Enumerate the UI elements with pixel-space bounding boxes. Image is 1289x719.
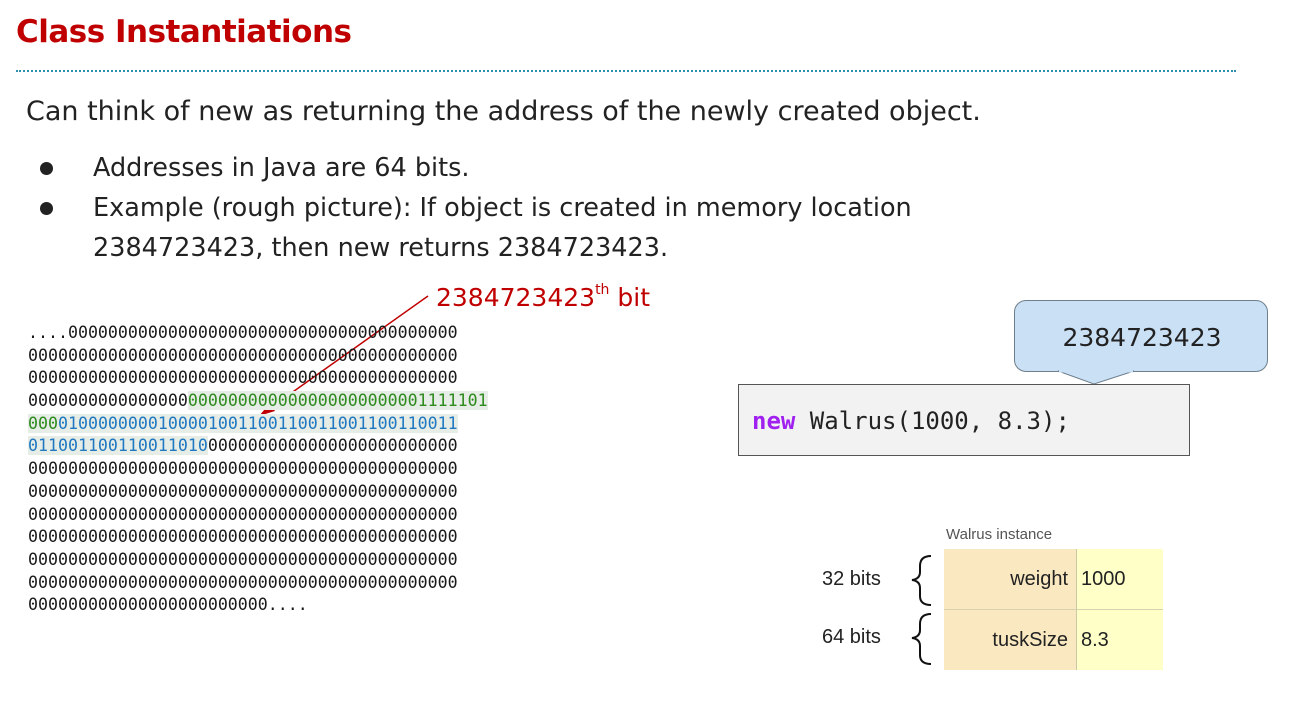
memory-row: 0110011001100110100000000000000000000000… bbox=[28, 435, 488, 458]
bit-number: 2384723423 bbox=[436, 283, 596, 312]
unused-bits: 0000000000000000000000000000000000000000… bbox=[28, 549, 458, 569]
unused-bits: 0000000000000000000000000000000000000000… bbox=[28, 572, 458, 592]
code-snippet: new Walrus(1000, 8.3); bbox=[738, 384, 1190, 456]
bullet-dot-icon bbox=[40, 162, 53, 175]
memory-row: 0000000000000000000000000000000000000000… bbox=[28, 345, 488, 368]
bit-ordinal-suffix: th bbox=[595, 282, 610, 298]
bullet-text: Addresses in Java are 64 bits. bbox=[93, 153, 470, 183]
memory-row: 0000100000000100001001100110011001100110… bbox=[28, 413, 488, 436]
code-keyword: new bbox=[752, 407, 796, 435]
instance-caption: Walrus instance bbox=[946, 526, 1053, 543]
unused-bits: 0000000000000000000000000000000000000000… bbox=[28, 459, 458, 479]
unused-bits: 0000000000000000000000000000000000000000… bbox=[28, 368, 458, 388]
unused-bits: 0000000000000000000000000000000000000000… bbox=[28, 504, 458, 524]
memory-row: 0000000000000000000000000000000000000000… bbox=[28, 504, 488, 527]
memory-bit-dump: ....000000000000000000000000000000000000… bbox=[28, 322, 488, 617]
memory-row: 0000000000000000000000000000000000000000… bbox=[28, 458, 488, 481]
unused-bits: 0000000000000000000000000000000000000000… bbox=[28, 481, 458, 501]
unused-bits: 0000000000000000000000000 bbox=[207, 436, 458, 456]
memory-row: 0000000000000000000000000000000000000000… bbox=[28, 549, 488, 572]
unused-bits: 0000000000000000000000000000000000000000… bbox=[28, 527, 458, 547]
memory-row: ....000000000000000000000000000000000000… bbox=[28, 322, 488, 345]
unused-bits: 0000000000000000 bbox=[28, 391, 188, 411]
field-value: 8.3 bbox=[1076, 609, 1163, 670]
weight-bits: 000000000000000000000001111101 bbox=[187, 391, 488, 411]
slide-title: Class Instantiations bbox=[16, 14, 352, 50]
unused-bits: 0000000000000000000000000000000000000000… bbox=[28, 345, 458, 365]
field-row: tuskSize 8.3 bbox=[944, 609, 1163, 670]
bullet-text: Example (rough picture): If object is cr… bbox=[93, 193, 912, 223]
memory-row: 0000000000000000000000000000000000000000… bbox=[28, 367, 488, 390]
code-expression: Walrus(1000, 8.3); bbox=[795, 407, 1070, 435]
field-size-label: 64 bits bbox=[822, 626, 881, 648]
memory-row: 0000000000000000000000000000000000000000… bbox=[28, 526, 488, 549]
callout-address: 2384723423 bbox=[1062, 323, 1222, 352]
field-value: 1000 bbox=[1076, 549, 1163, 610]
bit-word: bit bbox=[617, 283, 651, 312]
intro-text: Can think of new as returning the addres… bbox=[26, 96, 981, 127]
field-row: weight 1000 bbox=[944, 549, 1163, 610]
field-name: weight bbox=[944, 549, 1077, 610]
address-callout: 2384723423 bbox=[1014, 300, 1268, 372]
memory-row: 000000000000000000000000.... bbox=[28, 594, 488, 617]
bit-position-annotation: 2384723423th bit bbox=[436, 282, 650, 312]
unused-bits: ....000000000000000000000000000000000000… bbox=[28, 323, 458, 342]
tusksize-bits: 011001100110011010 bbox=[28, 436, 208, 456]
field-name: tuskSize bbox=[944, 609, 1077, 670]
memory-row: 0000000000000000000000000000000000000001… bbox=[28, 390, 488, 413]
unused-bits: 000000000000000000000000.... bbox=[28, 595, 308, 615]
bullet-addresses: Addresses in Java are 64 bits. bbox=[40, 148, 912, 188]
bullet-example: Example (rough picture): If object is cr… bbox=[40, 188, 912, 268]
bullet-text: 2384723423, then new returns 2384723423. bbox=[93, 233, 669, 263]
weight-bits: 000 bbox=[28, 413, 58, 433]
walrus-instance-table: weight 1000 tuskSize 8.3 bbox=[944, 549, 1163, 670]
tusksize-bits: 0100000000100001001100110011001100110011 bbox=[57, 413, 458, 433]
bullet-list: Addresses in Java are 64 bits. Example (… bbox=[40, 148, 912, 268]
bullet-dot-icon bbox=[40, 202, 53, 215]
memory-row: 0000000000000000000000000000000000000000… bbox=[28, 481, 488, 504]
field-size-label: 32 bits bbox=[822, 568, 881, 590]
title-divider bbox=[16, 70, 1236, 72]
memory-row: 0000000000000000000000000000000000000000… bbox=[28, 572, 488, 595]
